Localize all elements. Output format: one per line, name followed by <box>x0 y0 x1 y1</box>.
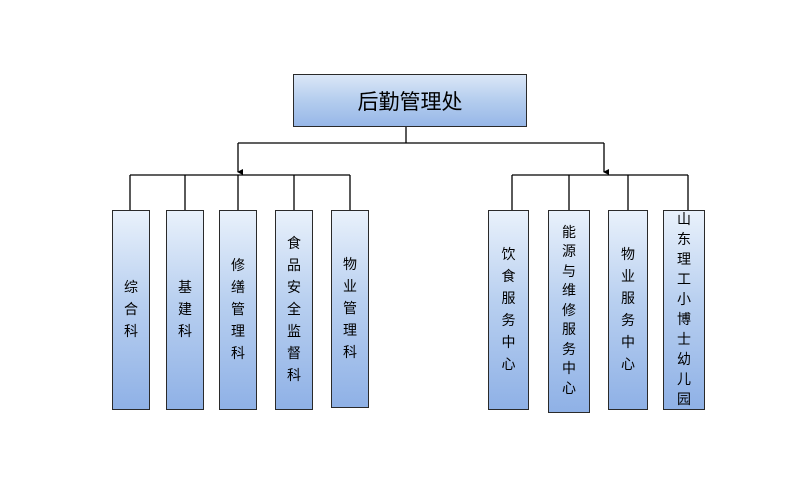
dept-label-char: 物 <box>621 247 635 263</box>
dept-label-char: 督 <box>287 346 301 362</box>
dept-label-char: 理 <box>343 323 357 339</box>
dept-label-char: 饮 <box>501 247 516 263</box>
dept-label-char: 科 <box>231 346 245 362</box>
dept-label-char: 务 <box>621 313 635 329</box>
dept-label-char: 品 <box>287 258 301 274</box>
dept-label-char: 科 <box>178 324 192 340</box>
dept-label-char: 理 <box>677 252 691 268</box>
dept-label-char: 儿 <box>677 372 691 388</box>
dept-box-wuye-fuwu: 物业服务中心 <box>608 210 648 410</box>
dept-label-char: 务 <box>562 341 576 358</box>
dept-label-zonghe: 综合科 <box>124 277 138 343</box>
dept-label-char: 理 <box>231 324 245 340</box>
dept-label-char: 中 <box>562 361 576 378</box>
dept-label-char: 山 <box>677 212 691 228</box>
dept-label-char: 业 <box>621 269 635 285</box>
dept-label-char: 能 <box>562 224 576 241</box>
dept-label-char: 物 <box>343 257 357 273</box>
dept-label-char: 东 <box>677 232 691 248</box>
dept-label-char: 园 <box>677 392 691 408</box>
dept-label-char: 维 <box>562 283 576 300</box>
root-node-box: 后勤管理处 <box>293 74 527 127</box>
dept-label-char: 科 <box>343 345 357 361</box>
dept-label-char: 科 <box>124 324 138 340</box>
dept-label-char: 综 <box>124 280 138 296</box>
dept-label-yinshi: 饮食服务中心 <box>502 244 516 376</box>
dept-label-nengyuan: 能源与维修服务中心 <box>562 224 576 400</box>
dept-label-char: 与 <box>562 263 576 280</box>
dept-label-char: 业 <box>343 279 357 295</box>
dept-box-xiushan: 修缮管理科 <box>219 210 257 410</box>
dept-label-char: 务 <box>501 313 516 329</box>
dept-label-wuye-fuwu: 物业服务中心 <box>621 244 635 376</box>
dept-label-char: 修 <box>562 302 576 319</box>
dept-label-char: 监 <box>287 324 301 340</box>
dept-label-char: 服 <box>562 322 576 339</box>
dept-box-yinshi: 饮食服务中心 <box>488 210 529 410</box>
dept-label-char: 幼 <box>677 352 691 368</box>
dept-box-zonghe: 综合科 <box>112 210 150 410</box>
dept-label-char: 食 <box>287 236 301 252</box>
dept-label-char: 管 <box>343 301 357 317</box>
dept-label-char: 服 <box>621 291 635 307</box>
root-node-title: 后勤管理处 <box>357 89 463 114</box>
dept-box-wuye-guanli: 物业管理科 <box>331 210 369 408</box>
dept-label-char: 博 <box>677 312 691 328</box>
dept-label-char: 中 <box>501 335 516 351</box>
dept-label-char: 源 <box>562 244 576 261</box>
dept-label-char: 服 <box>501 291 516 307</box>
dept-label-wuye-guanli: 物业管理科 <box>343 254 357 364</box>
dept-label-char: 心 <box>621 357 635 373</box>
dept-box-jijian: 基建科 <box>166 210 204 410</box>
dept-label-char: 建 <box>178 302 192 318</box>
dept-label-char: 科 <box>287 368 301 384</box>
dept-label-char: 心 <box>562 380 576 397</box>
dept-label-xiushan: 修缮管理科 <box>231 255 245 365</box>
dept-label-char: 修 <box>231 258 245 274</box>
dept-label-char: 缮 <box>231 280 245 296</box>
dept-label-shipin: 食品安全监督科 <box>287 233 301 387</box>
dept-label-char: 小 <box>677 292 691 308</box>
dept-label-char: 工 <box>677 272 691 288</box>
dept-label-char: 基 <box>178 280 192 296</box>
dept-label-char: 心 <box>501 357 516 373</box>
dept-label-char: 管 <box>231 302 245 318</box>
dept-box-shipin: 食品安全监督科 <box>275 210 313 410</box>
dept-label-char: 食 <box>501 269 516 285</box>
dept-label-jijian: 基建科 <box>178 277 192 343</box>
dept-label-char: 全 <box>287 302 301 318</box>
dept-label-char: 士 <box>677 332 691 348</box>
dept-box-youeryuan: 山东理工小博士幼儿园 <box>663 210 705 410</box>
dept-label-char: 安 <box>287 280 301 296</box>
dept-label-char: 中 <box>621 335 635 351</box>
dept-label-char: 合 <box>124 302 138 318</box>
dept-box-nengyuan: 能源与维修服务中心 <box>548 210 590 413</box>
dept-label-youeryuan: 山东理工小博士幼儿园 <box>677 210 691 410</box>
